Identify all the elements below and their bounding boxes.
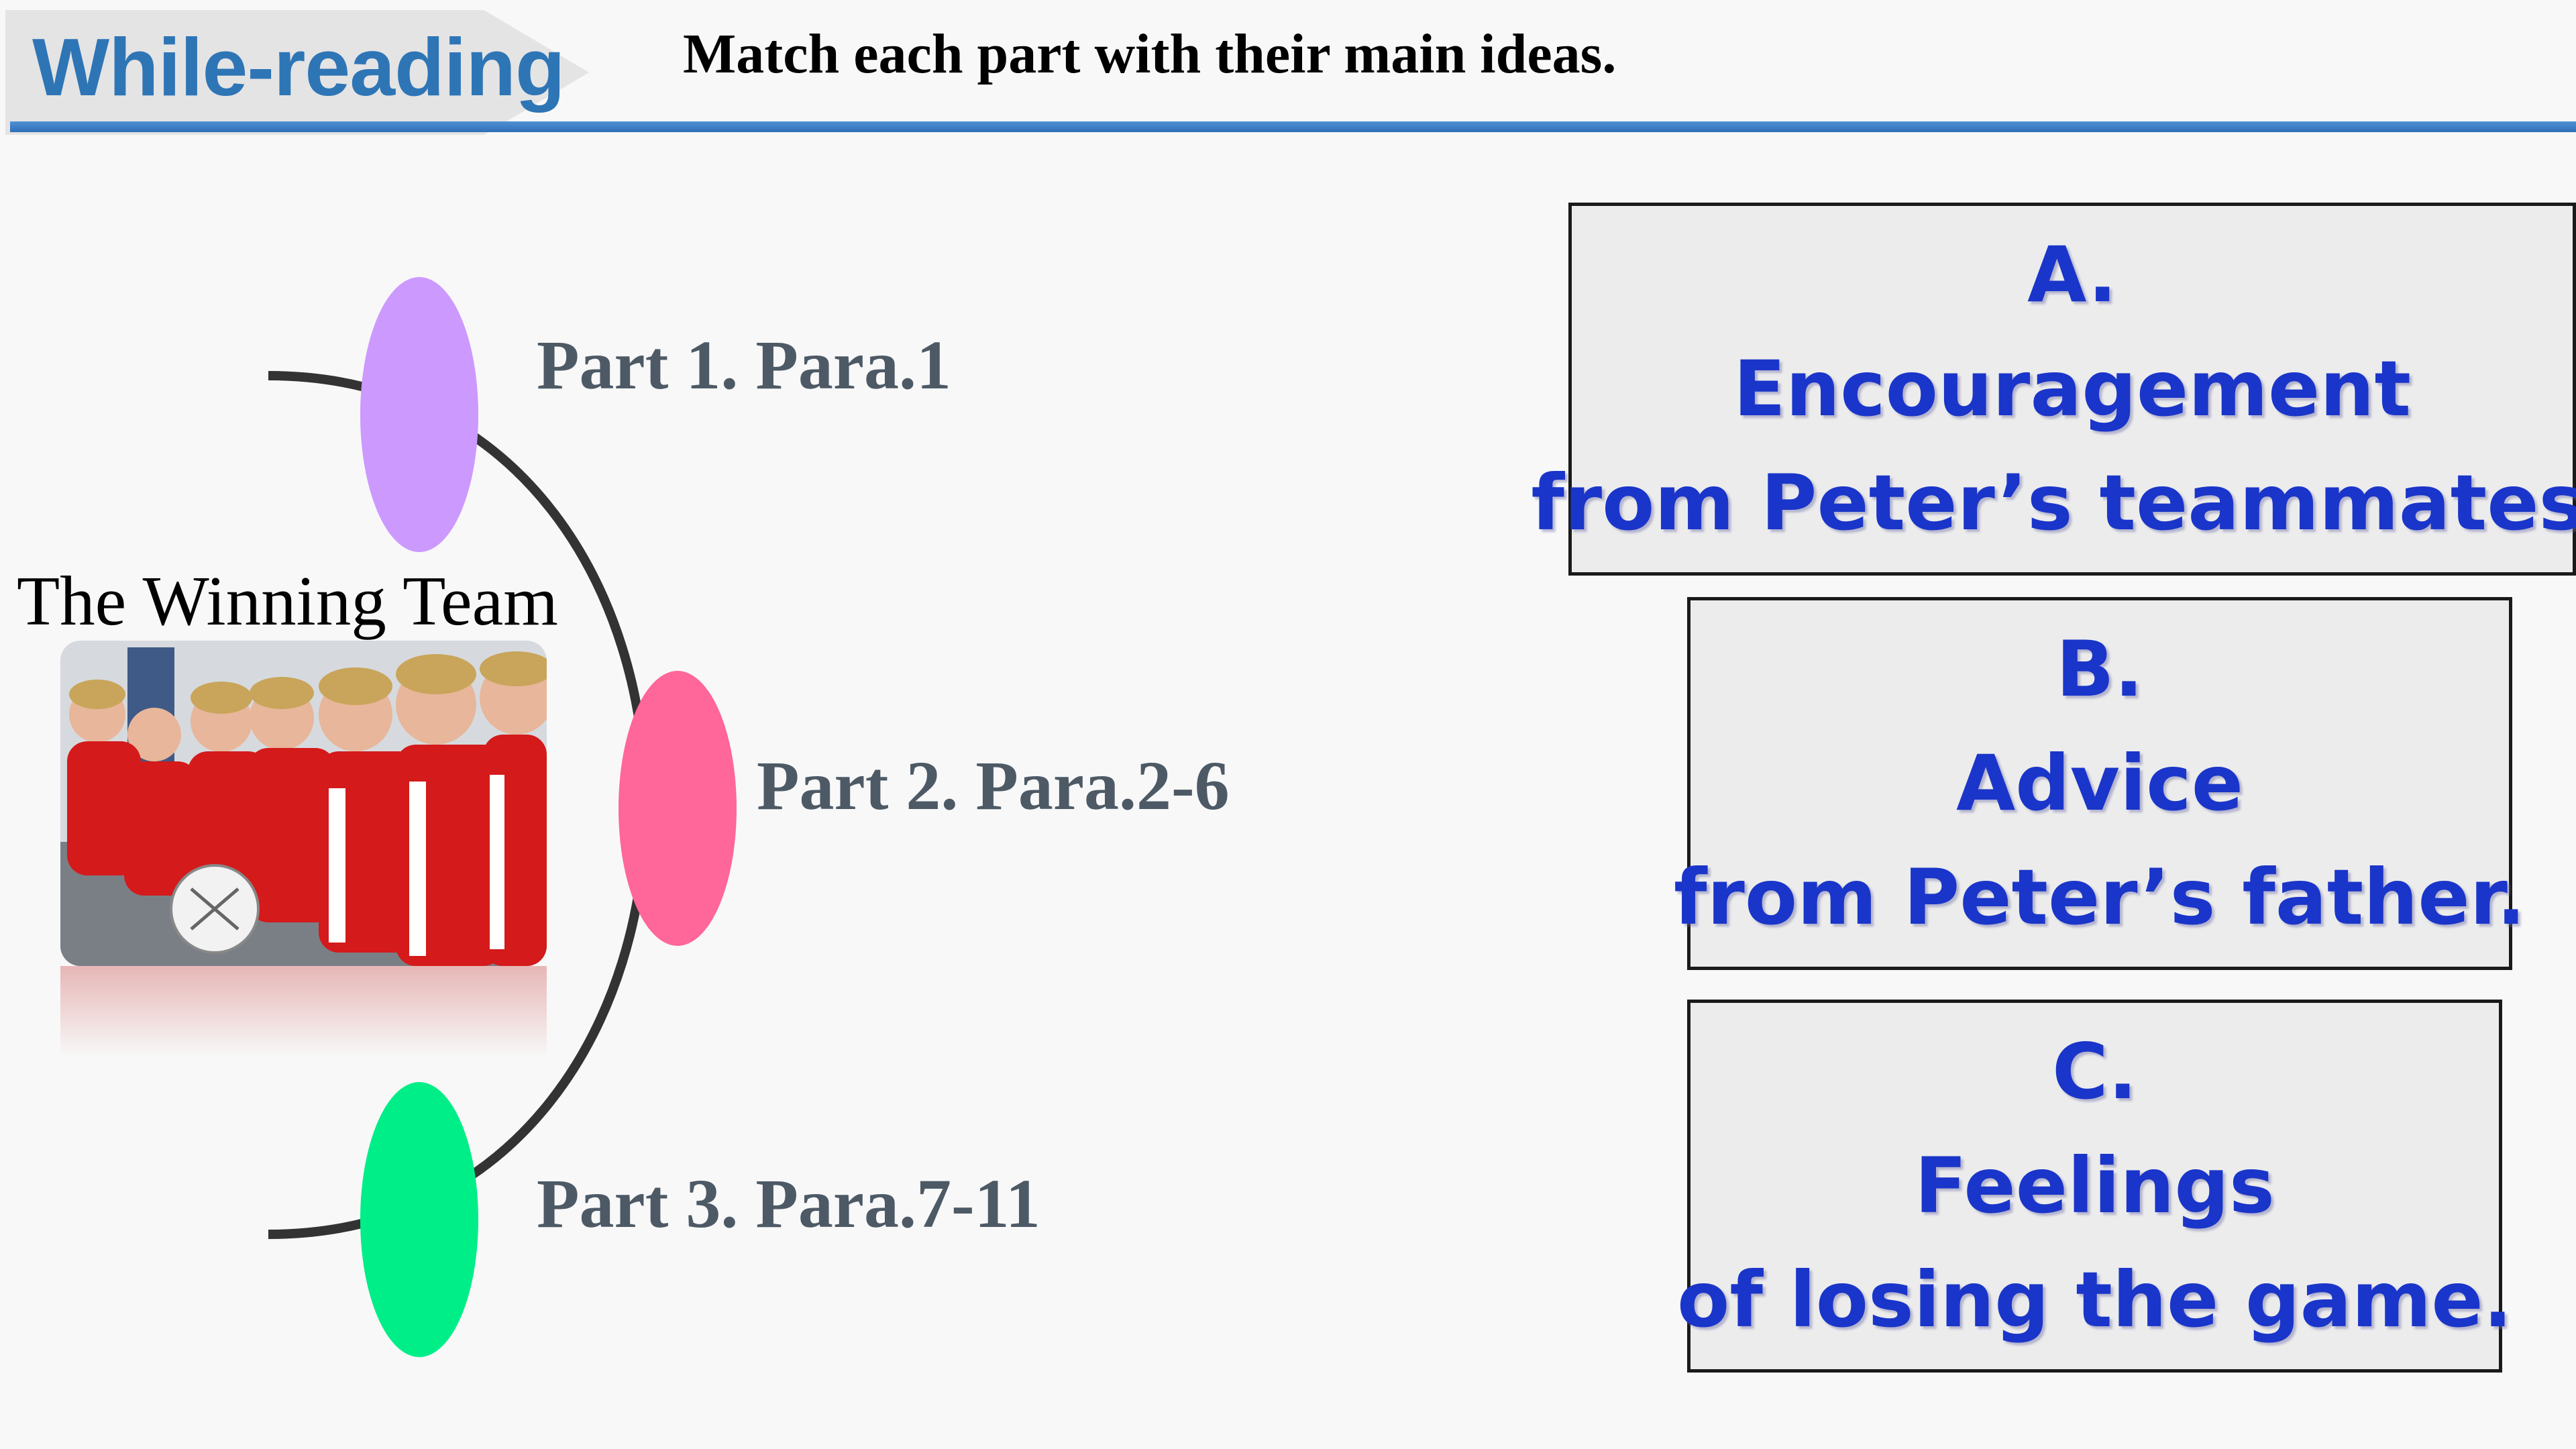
part-2-label: Part 2. Para.2-6 [757,747,1230,824]
section-title: While-reading [32,21,566,113]
answer-b-letter: B. [2055,625,2144,714]
answer-a-line1: Encouragement [1733,344,2411,433]
answer-b-line1: Advice [1955,739,2244,828]
part-3-marker [360,1082,478,1357]
story-title: The Winning Team [17,561,558,640]
answer-b-line2: from Peter’s father. [1674,853,2526,942]
answer-option-a[interactable]: A. Encouragement from Peter’s teammates. [1531,203,2576,576]
part-1-label: Part 1. Para.1 [537,327,952,404]
answer-option-b[interactable]: B. Advice from Peter’s father. [1674,597,2526,970]
answer-a-line2: from Peter’s teammates. [1531,458,2576,547]
part-2-marker [619,671,737,946]
answer-c-line1: Feelings [1915,1141,2275,1230]
team-photo [60,641,547,966]
section-tab [5,10,589,135]
answer-option-c[interactable]: C. Feelings of losing the game. [1677,1000,2512,1373]
team-photo-image [60,641,547,966]
team-photo-reflection [60,966,547,1057]
answer-c-line2: of losing the game. [1677,1255,2512,1344]
instruction-text: Match each part with their main ideas. [683,23,1617,85]
part-3-label: Part 3. Para.7-11 [537,1165,1040,1242]
header-divider [10,121,2576,132]
part-1-marker [360,277,478,552]
answer-a-letter: A. [2027,230,2117,319]
answer-c-letter: C. [2052,1027,2137,1116]
